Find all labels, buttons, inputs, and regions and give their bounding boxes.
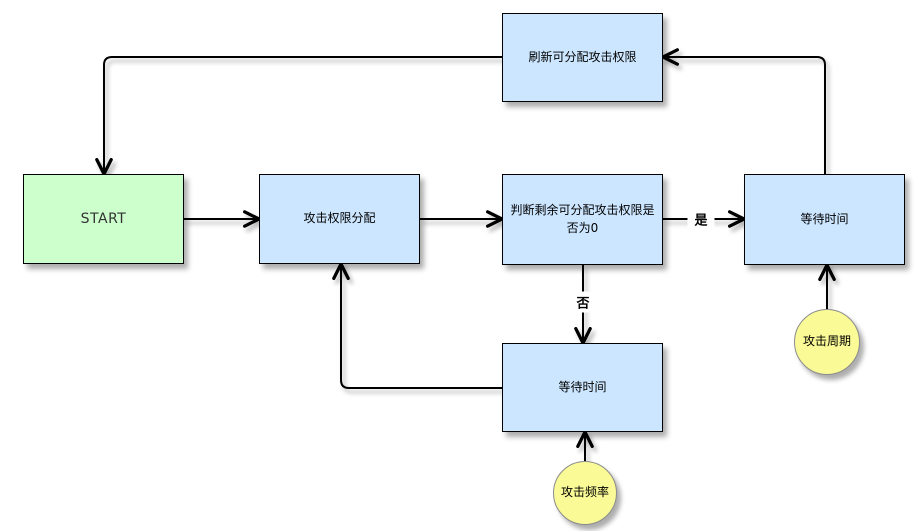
edge-label-decision-to-waitbottom: 否 [569,291,597,313]
node-refresh: 刷新可分配攻击权限 [502,13,663,102]
edge-waitright-to-refresh [661,48,826,174]
node-label-freq: 攻击频率 [560,485,609,500]
node-label-wait-right: 等待时间 [800,211,849,226]
node-label-wait-bottom: 等待时间 [558,379,607,394]
node-cycle: 攻击周期 [794,309,860,375]
node-label-cycle: 攻击周期 [802,334,851,349]
node-freq: 攻击频率 [553,461,617,525]
node-wait-bottom: 等待时间 [502,343,663,432]
node-start: START [23,174,184,264]
edge-waitbottom-to-alloc [332,262,502,389]
edge-refresh-to-start [95,56,502,176]
node-label-start: START [80,210,127,227]
edge-label-decision-to-waitright: 是 [687,208,715,230]
node-wait-right: 等待时间 [744,174,905,265]
node-decision: 判断剩余可分配攻击权限是否为0 [502,174,663,265]
node-label-decision: 判断剩余可分配攻击权限是否为0 [510,203,655,235]
node-alloc: 攻击权限分配 [259,174,420,264]
node-label-refresh: 刷新可分配攻击权限 [528,49,637,64]
node-label-alloc: 攻击权限分配 [303,211,376,226]
